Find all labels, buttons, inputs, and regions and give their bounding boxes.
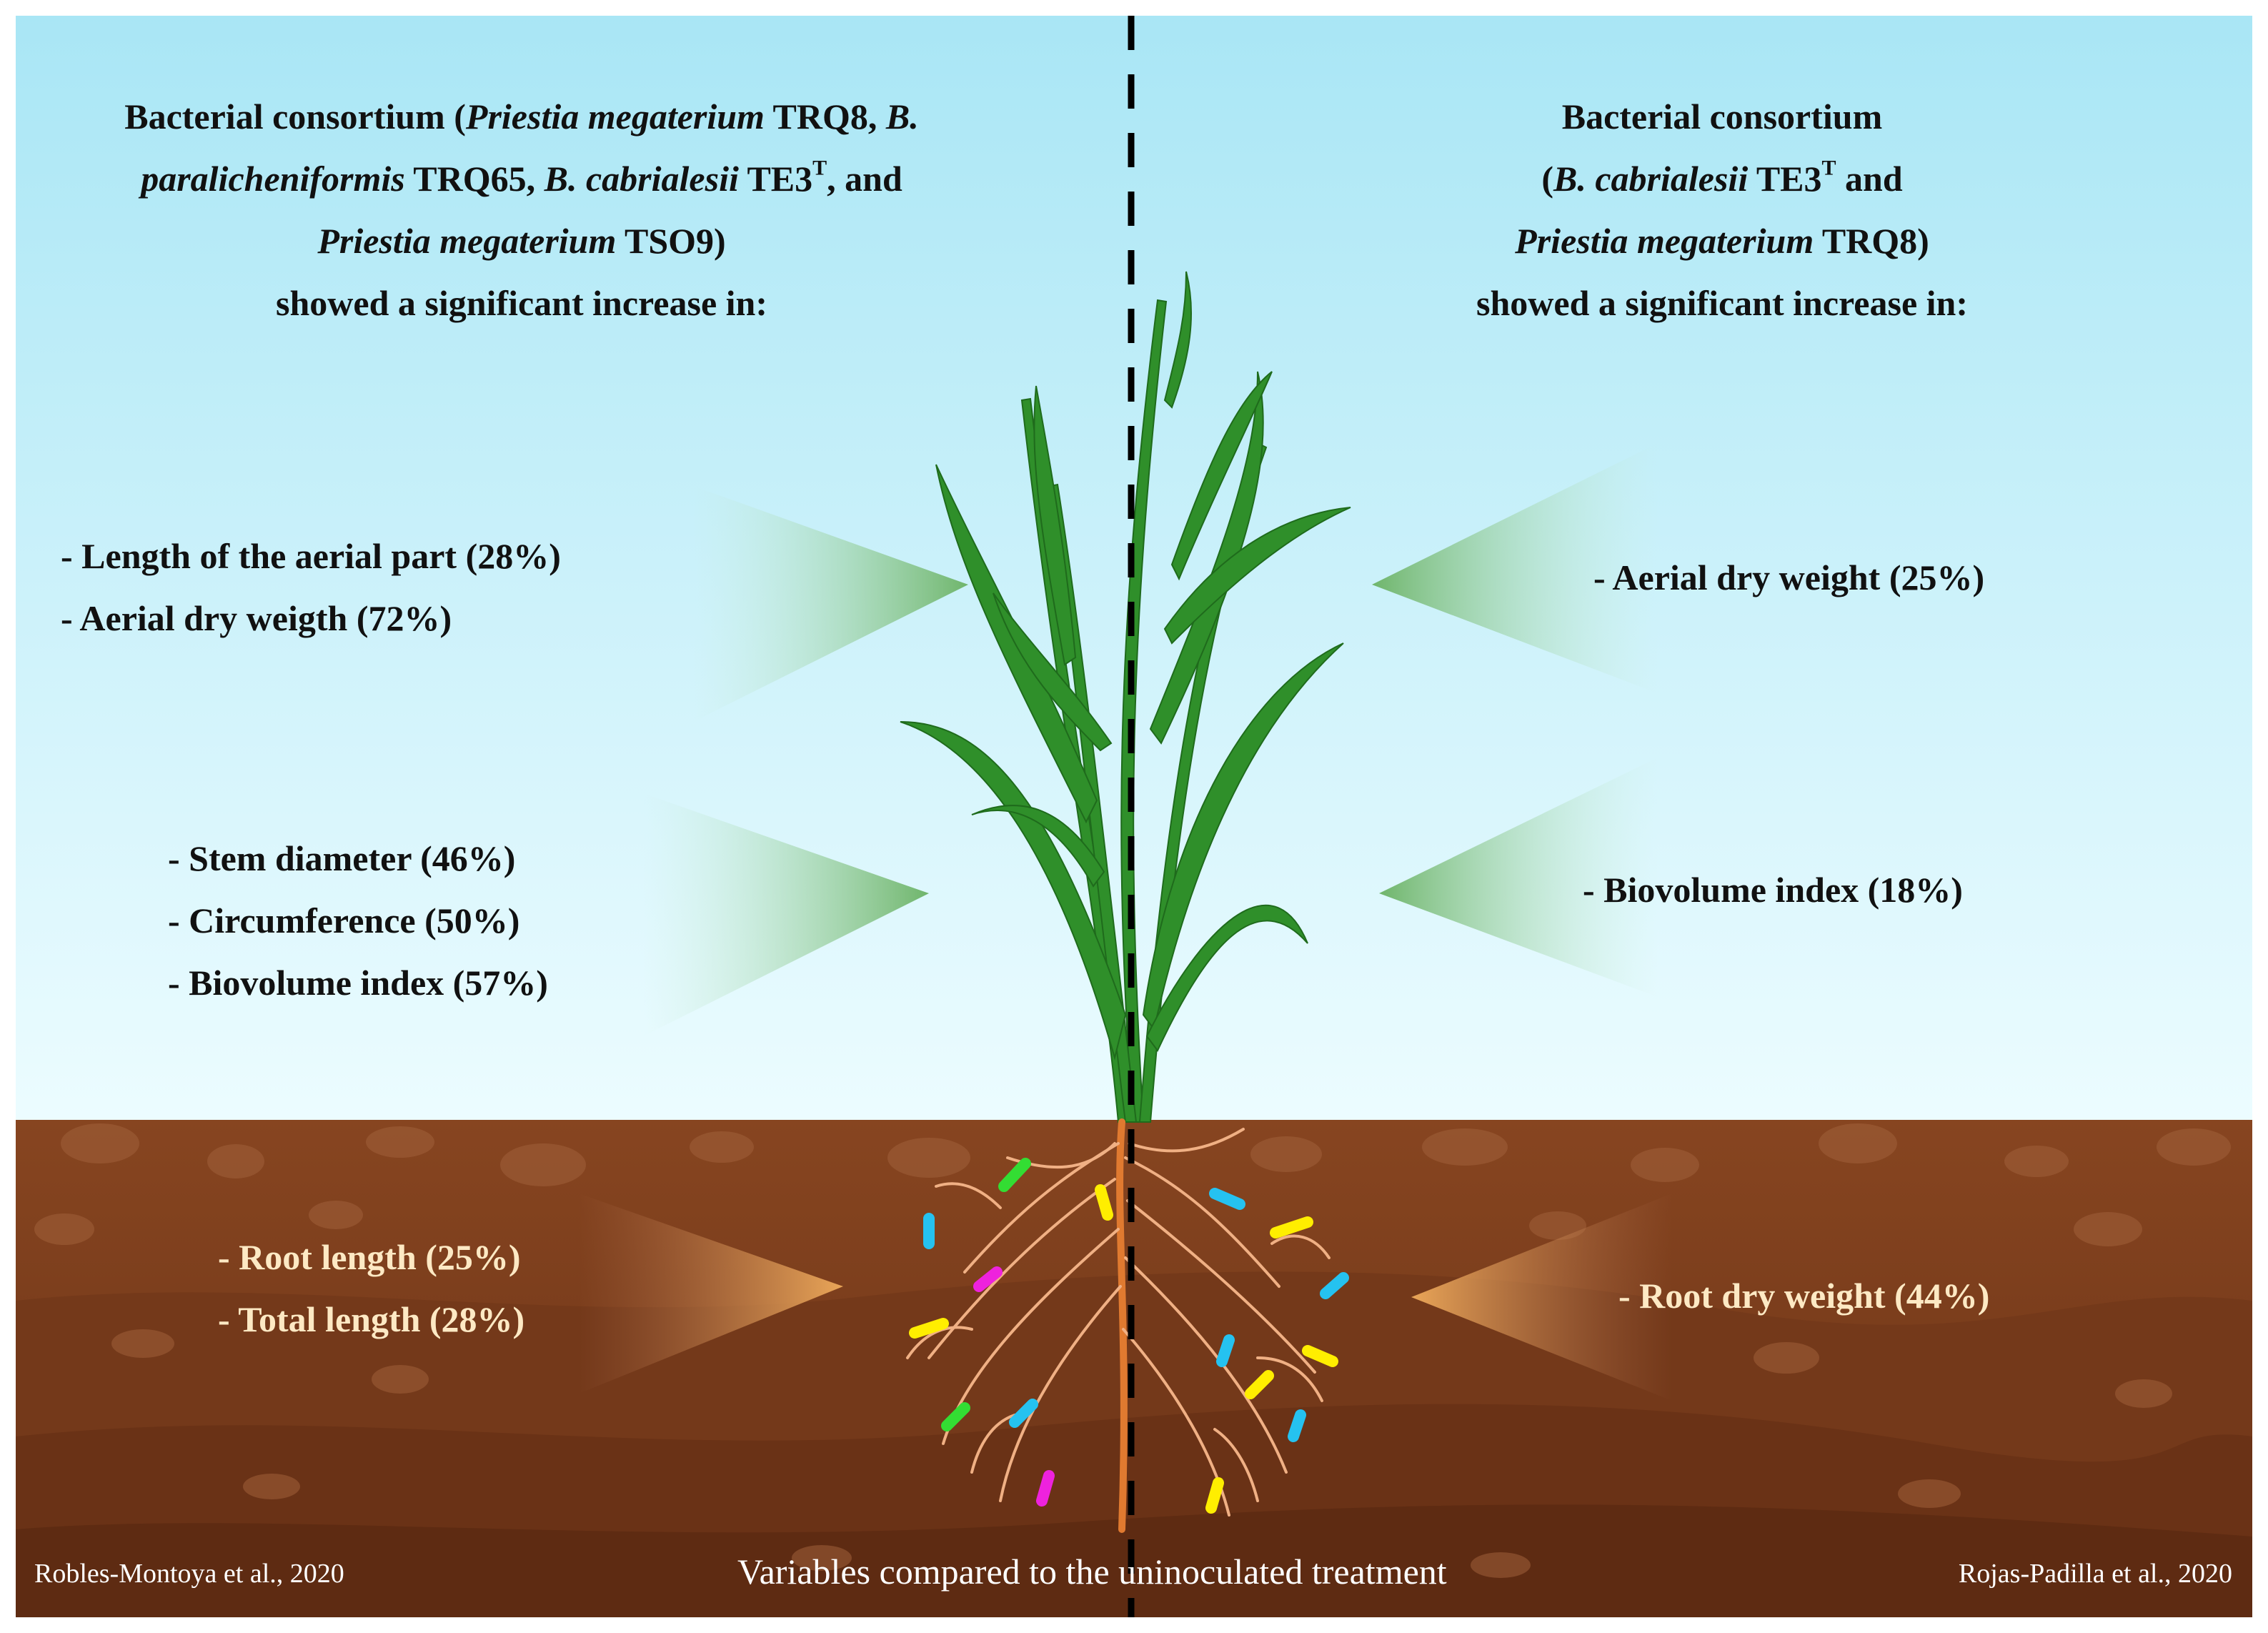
list-item: - Biovolume index (18%) [1583,870,1963,910]
list-item: - Length of the aerial part (28%) [61,536,561,576]
list-item: - Biovolume index (57%) [168,963,548,1003]
left-header-line-3: Priestia megaterium TSO9) [317,221,726,261]
footer-caption: Variables compared to the uninoculated t… [737,1552,1447,1592]
list-item: - Root dry weight (44%) [1618,1276,1990,1316]
right-aerial-arrow [1372,443,1658,693]
left-aerial-arrow [693,486,968,722]
left-root-list: - Root length (25%) - Total length (28%) [218,1226,524,1351]
list-item: - Circumference (50%) [168,900,520,940]
roots [906,1118,1331,1533]
list-item: - Total length (28%) [218,1299,525,1339]
left-stem-list: - Stem diameter (46%) - Circumference (5… [168,828,548,1014]
right-header-line-3: Priestia megaterium TRQ8) [1515,221,1929,261]
right-aerial-list: - Aerial dry weight (25%) [1593,547,1984,609]
list-item: - Aerial dry weigth (72%) [61,598,452,638]
left-header-line-4: showed a significant increase in: [276,283,767,323]
list-item: - Stem diameter (46%) [168,838,516,878]
right-header: Bacterial consortium (B. cabrialesii TE3… [1258,86,2187,334]
right-stem-list: - Biovolume index (18%) [1583,859,1963,921]
right-header-line-4: showed a significant increase in: [1476,283,1968,323]
left-header: Bacterial consortium (Priestia megateriu… [43,86,1000,334]
list-item: - Root length (25%) [218,1237,521,1277]
left-header-line-1: Bacterial consortium (Priestia megateriu… [124,96,919,137]
plant [900,271,1351,1123]
list-item: - Aerial dry weight (25%) [1593,557,1985,597]
left-stem-arrow [643,793,929,1036]
bacteria [909,1158,1349,1514]
right-root-list: - Root dry weight (44%) [1618,1265,1989,1327]
left-header-line-2: paralicheniformis TRQ65, B. cabrialesii … [141,156,902,199]
right-header-line-1: Bacterial consortium [1561,96,1883,137]
soil-pebbles [34,1123,2231,1578]
right-header-line-2: (B. cabrialesii TE3T and [1541,156,1903,199]
citation-right: Rojas-Padilla et al., 2020 [1958,1559,2232,1589]
left-root-arrow [579,1193,843,1394]
citation-left: Robles-Montoya et al., 2020 [34,1559,344,1589]
left-aerial-list: - Length of the aerial part (28%) - Aeri… [61,525,561,650]
right-root-arrow [1411,1193,1672,1401]
right-stem-arrow [1379,758,1658,997]
